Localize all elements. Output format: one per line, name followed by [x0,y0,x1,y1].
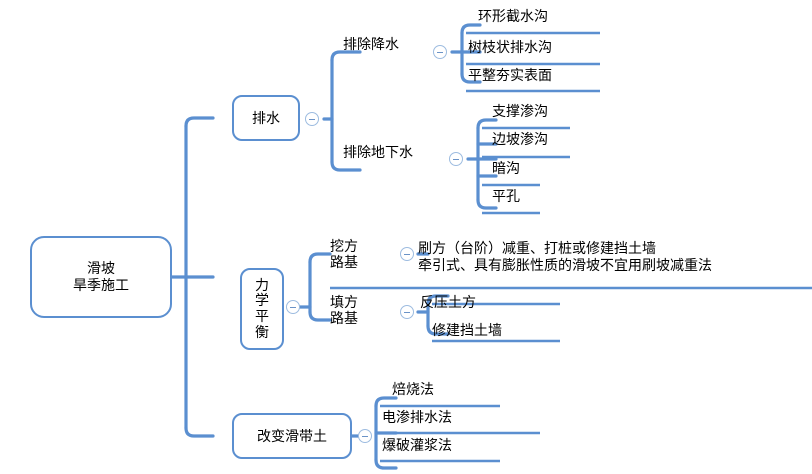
collapse-toggle-slip-soil[interactable] [358,429,372,443]
collapse-toggle-surface-water[interactable] [433,45,447,59]
subbranch-label-fill-subgrade: 填方 路基 [330,294,358,327]
branch-node-mechanical-balance[interactable]: 力 学 平 衡 [240,268,284,350]
subbranch-label-ground-water: 排除地下水 [343,144,413,160]
leaf-label: 爆破灌浆法 [382,437,452,453]
collapse-toggle-cut-subgrade[interactable] [400,247,414,261]
branch-node-slip-soil[interactable]: 改变滑带土 [232,413,352,459]
subbranch-label-cut-subgrade: 挖方 路基 [330,238,358,271]
branch-node-drainage-label: 排水 [252,109,280,126]
branch-node-mechanical-balance-label: 力 学 平 衡 [255,276,269,340]
leaf-label: 暗沟 [492,160,520,176]
leaf-label: 修建挡土墙 [432,322,502,338]
collapse-toggle-ground-water[interactable] [449,152,463,166]
leaf-label: 反压土方 [420,294,476,310]
leaf-label: 支撑渗沟 [492,103,548,119]
leaf-label: 边坡渗沟 [492,131,548,147]
leaf-label: 树枝状排水沟 [468,39,552,55]
leaf-label: 焙烧法 [392,381,434,397]
branch-node-slip-soil-label: 改变滑带土 [257,427,327,444]
subbranch-label-surface-water: 排除降水 [343,36,399,52]
leaf-label: 平整夯实表面 [468,67,552,83]
leaf-label: 环形截水沟 [478,8,548,24]
collapse-toggle-drainage[interactable] [305,112,319,126]
collapse-toggle-fill-subgrade[interactable] [400,305,414,319]
leaf-label: 刷方（台阶）减重、打桩或修建挡土墙 牵引式、具有膨胀性质的滑坡不宜用刷坡减重法 [418,240,712,273]
collapse-toggle-mechanical-balance[interactable] [286,300,300,314]
leaf-label: 电渗排水法 [382,409,452,425]
root-node-label: 滑坡 旱季施工 [73,260,129,293]
leaf-label: 平孔 [492,188,520,204]
root-node[interactable]: 滑坡 旱季施工 [30,236,172,318]
branch-node-drainage[interactable]: 排水 [232,95,300,141]
